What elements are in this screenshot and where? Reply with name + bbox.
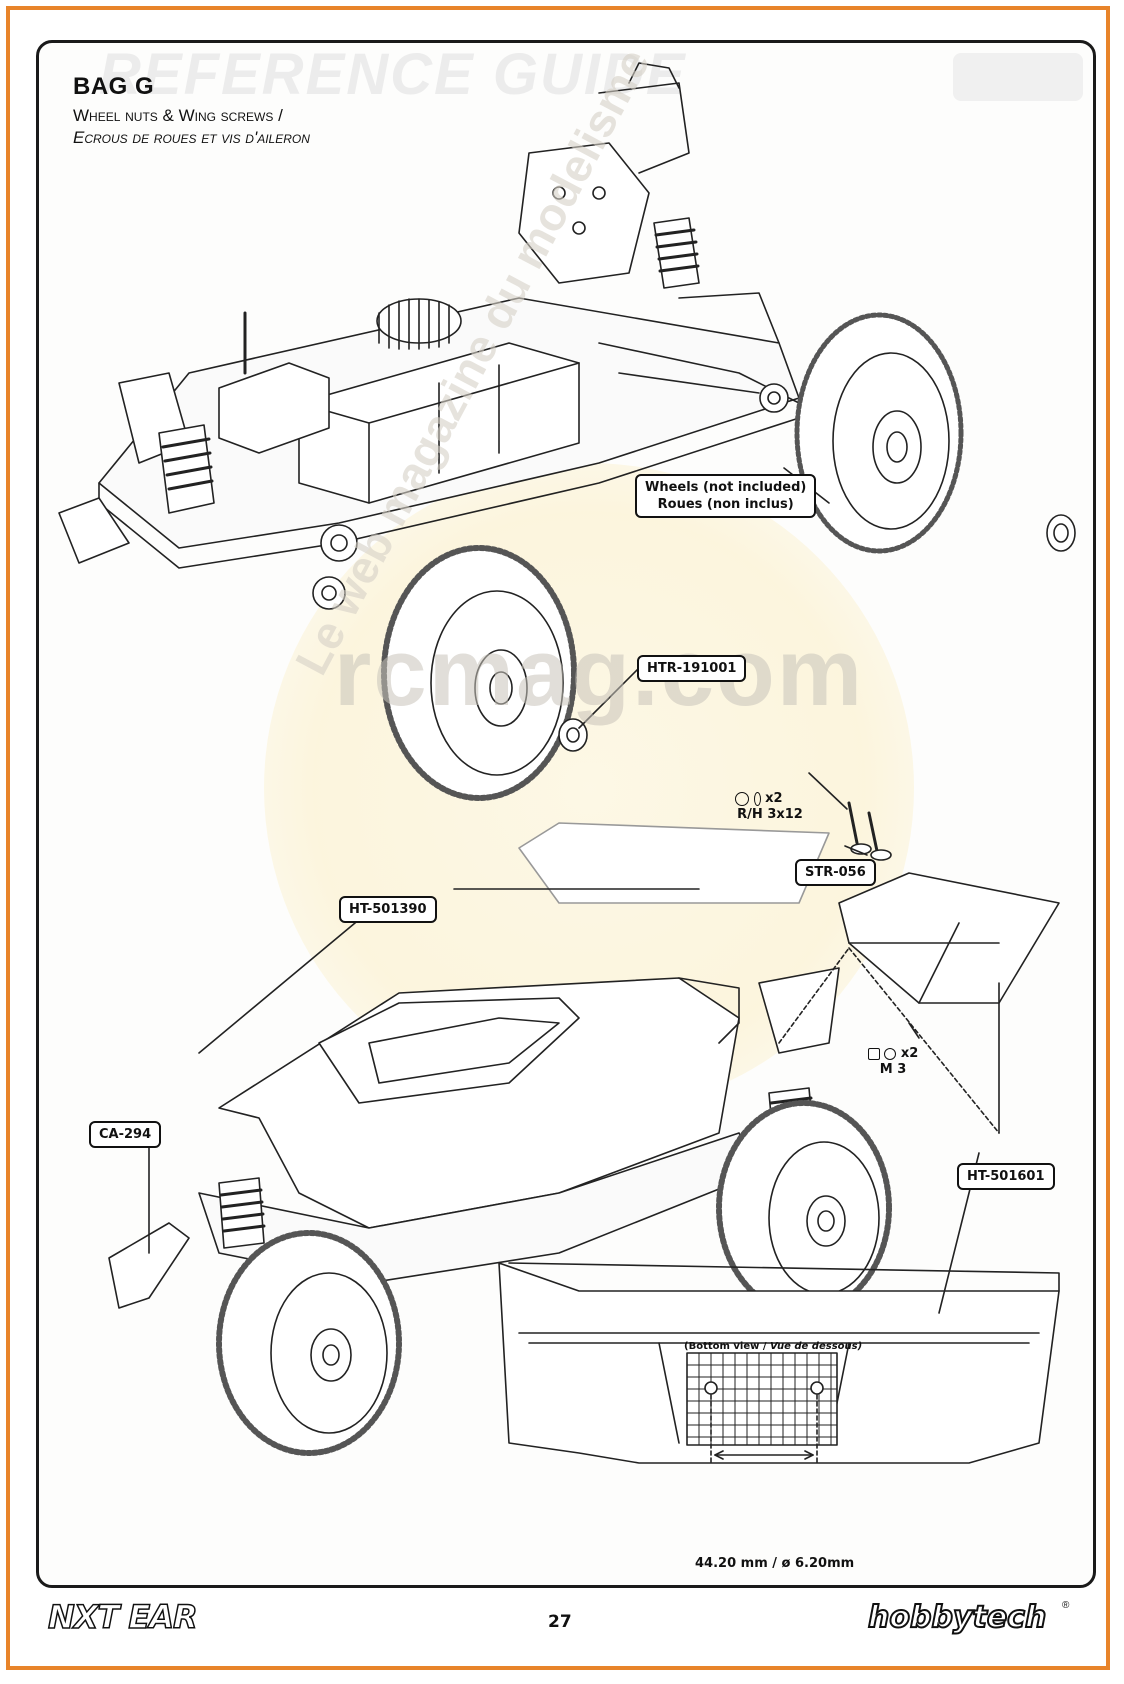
leader-line-screws: [808, 772, 848, 810]
callout-front-part: CA-294: [89, 1121, 162, 1148]
subtitle-french: Ecrous de roues et vis d'aileron: [73, 128, 310, 147]
bottom-view-caption-fr: Vue de dessous): [769, 1341, 863, 1352]
car-illustration: [108, 967, 892, 1456]
background-heading: REFERENCE GUIDE: [99, 42, 687, 107]
wheel-nut-illustration: [1046, 514, 1076, 552]
callout-wheels-en: Wheels (not included): [645, 480, 807, 495]
screw-washer-icon: x2: [735, 791, 805, 807]
hobbytech-logo: hobbytech: [867, 1599, 1047, 1636]
nut-icon-row: x2: [863, 1046, 923, 1062]
nxt-logo: NXT EAR: [47, 1597, 198, 1638]
callout-body-clip: HT-501390: [339, 896, 437, 923]
nxt-logo-text: NXT EAR: [47, 1597, 198, 1637]
rear-wheel-illustration: [794, 312, 964, 554]
nut-size: M 3: [879, 1062, 907, 1077]
leader-line-wing-mount: [848, 947, 1000, 1134]
assembly-diagram: [58, 62, 1076, 1464]
bag-title: BAG G: [73, 73, 155, 100]
nut-quantity: x2: [900, 1046, 919, 1061]
leader-line-wheel-nut: [578, 667, 640, 729]
background-logo: [953, 53, 1083, 101]
callout-wheels: Wheels (not included) Roues (non inclus): [635, 474, 817, 518]
bottom-view-caption: (Bottom view / Vue de dessous): [684, 1341, 862, 1352]
screw-size: R/H 3x12: [737, 807, 803, 822]
callout-wheel-nut: HTR-191001: [637, 655, 747, 682]
nut-spec: x2 M 3: [863, 1046, 923, 1078]
hole-dimension: 44.20 mm / ø 6.20mm: [695, 1556, 855, 1571]
title-block: BAG G Wheel nuts & Wing screws / Ecrous …: [73, 73, 310, 149]
instruction-page: REFERENCE GUIDE BAG G Wheel nuts & Wing …: [36, 40, 1096, 1588]
subtitle-english: Wheel nuts & Wing screws /: [73, 106, 283, 125]
leader-line-wing: [938, 982, 1000, 1314]
callout-wing-washer: STR-056: [795, 859, 876, 886]
wing-illustration: [518, 801, 1060, 1004]
screw-quantity: x2: [765, 791, 783, 806]
bottom-view-caption-en: (Bottom view /: [684, 1341, 767, 1352]
leader-line-washer: [844, 845, 868, 856]
leader-line-clip-left: [198, 902, 380, 1054]
chassis-illustration: [58, 62, 800, 610]
page-border: [6, 6, 1110, 1670]
front-wheel-illustration: [381, 545, 588, 801]
callout-wheels-fr: Roues (non inclus): [657, 497, 794, 512]
registered-mark: ®: [1062, 1600, 1070, 1611]
washer-icon: [884, 1047, 897, 1060]
screw-spec: x2 R/H 3x12: [735, 791, 805, 823]
page-number: 27: [548, 1612, 572, 1632]
wing-bottom-view-illustration: [498, 1262, 1060, 1464]
leader-line-nuts: [908, 1022, 920, 1039]
hex-nut-icon: [867, 1047, 880, 1060]
callout-wing: HT-501601: [957, 1163, 1055, 1190]
